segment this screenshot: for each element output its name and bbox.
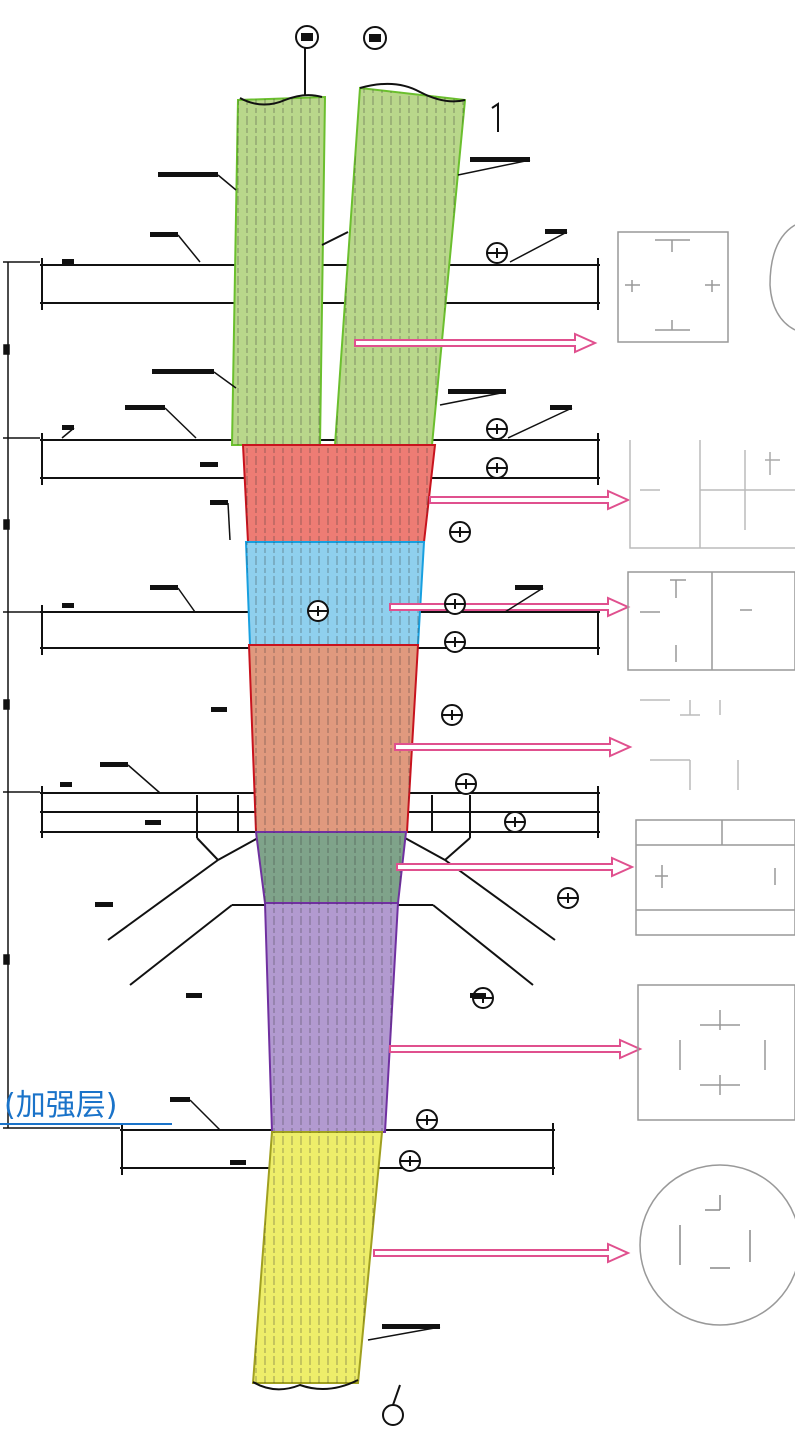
leader-label-bar-9 <box>62 425 74 430</box>
leader-label-bar-4 <box>545 229 567 234</box>
leader-label-bar-7 <box>125 405 165 410</box>
leader-line-2 <box>457 159 531 176</box>
section-marker-cross-4 <box>450 527 470 537</box>
leader-label-bar-17 <box>382 1324 440 1329</box>
leader-label-bar-8 <box>550 405 572 410</box>
section-marker-cross-10 <box>558 893 578 903</box>
section-arrow-3 <box>389 596 631 618</box>
section-marker-cross-12 <box>417 1115 437 1125</box>
leader-line-7 <box>164 407 197 439</box>
segment-green-right-rebar-hatch <box>335 88 465 445</box>
segment-green-left-rebar-hatch <box>232 97 325 445</box>
leader-label-bar-16 <box>170 1097 190 1102</box>
leader-label-bar-19 <box>210 500 228 505</box>
leader-line-4 <box>509 231 568 263</box>
segment-red-rebar-hatch <box>243 445 435 542</box>
section-arrow-2 <box>429 489 631 511</box>
segment-purple-rebar-hatch <box>265 903 398 1132</box>
leader-line-19 <box>227 502 231 541</box>
side-label-text: (加强层) <box>4 1088 117 1123</box>
reinforcement-layer-label: (加强层) <box>0 1088 172 1125</box>
leader-line-1 <box>217 174 237 191</box>
section-arrow-1 <box>354 332 598 354</box>
section-marker-cross-6 <box>445 637 465 647</box>
segment-dark-green-rebar-hatch <box>256 832 406 903</box>
leader-line-13 <box>127 764 161 794</box>
segment-yellow-rebar-hatch <box>253 1132 382 1383</box>
section-marker-cross-3 <box>487 463 507 473</box>
section-details <box>617 224 795 1326</box>
leader-line-6 <box>439 391 507 406</box>
leader-label-bar-2 <box>470 157 530 162</box>
diagonal-braces <box>107 795 556 986</box>
leader-label-bar-18 <box>200 462 218 467</box>
leader-label-bar-14 <box>150 585 178 590</box>
section-marker-cross-9 <box>505 817 525 827</box>
dimension-line-left <box>3 261 120 1129</box>
axis-markers <box>295 25 499 1426</box>
section-marker-cross-13 <box>400 1156 420 1166</box>
section-marker-cross-2 <box>487 424 507 434</box>
leader-line-16 <box>189 1099 221 1131</box>
section-marker-cross-7 <box>442 710 462 720</box>
column-segments <box>230 86 467 1384</box>
leader-line-3 <box>177 234 201 263</box>
segment-blue-rebar-hatch <box>246 542 424 645</box>
leader-line-17 <box>367 1326 441 1341</box>
column-outline <box>239 48 466 1391</box>
segment-brown-rebar-hatch <box>249 645 418 832</box>
leader-line-9 <box>61 427 75 439</box>
section-arrow-5 <box>396 856 635 878</box>
leader-line-5 <box>213 371 237 389</box>
section-marker-cross-8 <box>456 779 476 789</box>
leader-label-bar-5 <box>152 369 214 374</box>
leader-label-bar-1 <box>158 172 218 177</box>
section-arrow-7 <box>373 1242 631 1264</box>
leader-line-14 <box>177 587 196 613</box>
leader-label-bar-3 <box>150 232 178 237</box>
section-arrows <box>354 332 643 1264</box>
leader-labels <box>60 157 573 1341</box>
section-arrow-4 <box>394 736 633 758</box>
section-marker-cross-5 <box>445 599 465 609</box>
section-marker-cross-1 <box>487 248 507 258</box>
leader-label-bar-13 <box>100 762 128 767</box>
leader-label-bar-15 <box>515 585 543 590</box>
section-arrow-6 <box>389 1038 643 1060</box>
section-markers <box>307 242 579 1172</box>
section-marker-cross-14 <box>308 606 328 616</box>
leader-line-15 <box>504 587 544 613</box>
leader-line-8 <box>507 407 573 439</box>
leader-label-bar-6 <box>448 389 506 394</box>
